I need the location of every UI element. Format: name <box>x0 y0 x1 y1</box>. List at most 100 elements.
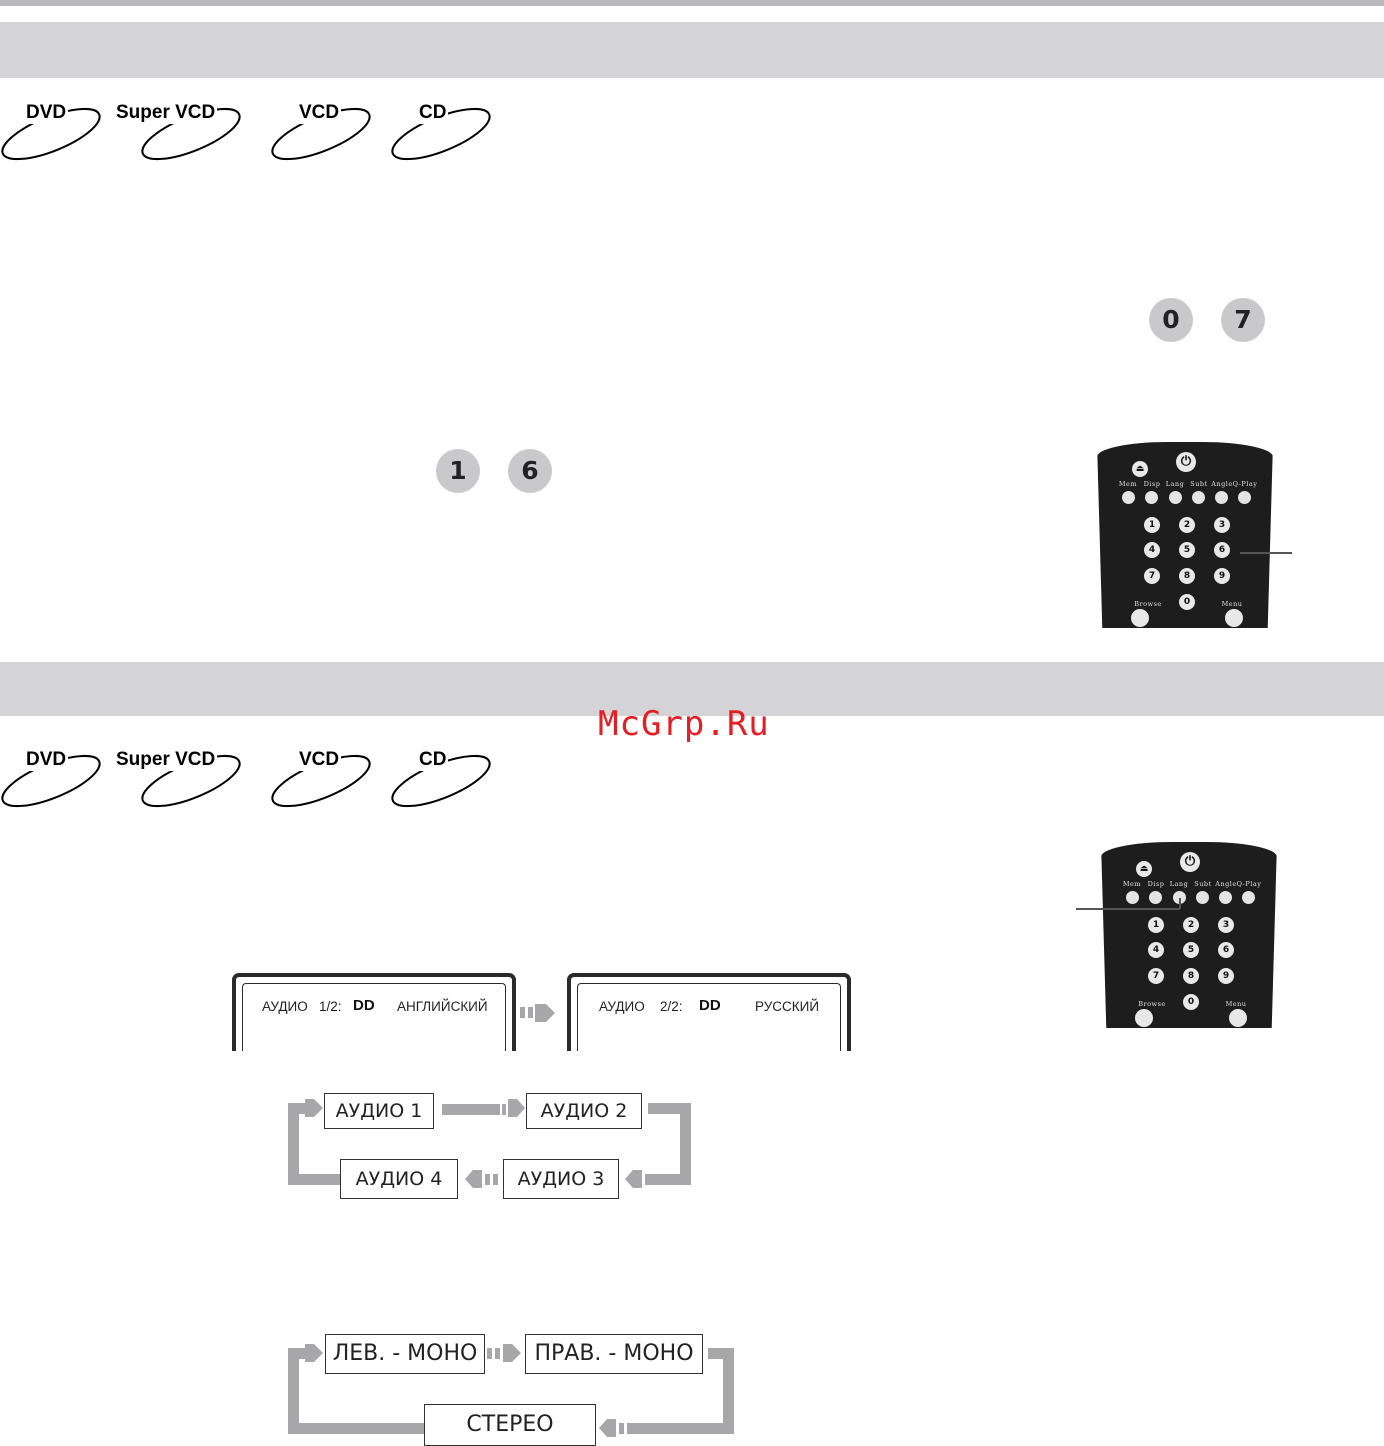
channel-step-left-mono: ЛЕВ. - МОНО <box>325 1334 485 1374</box>
remote-label-angle: Angle <box>1211 480 1233 488</box>
arrow-left-icon <box>465 1170 498 1188</box>
remote-key-6: 6 <box>1218 942 1234 958</box>
audio-step-4: АУДИО 4 <box>340 1159 458 1199</box>
channel-cycle-diagram: ЛЕВ. - МОНО ПРАВ. - МОНО СТЕРЕО <box>280 1330 740 1446</box>
section-header-band-2 <box>0 662 1384 716</box>
disc-type-row-2: DVD Super VCD VCD CD <box>0 742 500 817</box>
subt-button <box>1196 891 1209 904</box>
disc-label: VCD <box>297 749 342 771</box>
disc-logo-vcd: VCD <box>270 742 380 812</box>
watermark: McGrp.Ru <box>598 704 770 744</box>
arrow-left-icon <box>599 1419 632 1437</box>
top-rule <box>0 0 1384 6</box>
loop-bar-bottom-left <box>288 1423 426 1434</box>
loop-bar-bottom-right <box>648 1174 691 1185</box>
eject-icon: ⏏ <box>1136 861 1152 877</box>
section-header-band-1 <box>0 22 1384 78</box>
remote-label-browse: Browse <box>1134 600 1162 608</box>
remote-key-5: 5 <box>1179 542 1195 558</box>
osd-track: 2/2: <box>660 999 683 1014</box>
loop-bar-top-right <box>648 1103 691 1114</box>
remote-label-angle: Angle <box>1215 880 1237 888</box>
audio-cycle-diagram: АУДИО 1 АУДИО 2 АУДИО 3 АУДИО 4 <box>280 1085 700 1205</box>
remote-label-subt: Subt <box>1190 480 1208 488</box>
loop-bar-top-left <box>288 1348 316 1359</box>
disc-logo-cd: CD <box>390 742 500 812</box>
power-icon: ⏻ <box>1176 452 1196 472</box>
number-key-0: 0 <box>1149 298 1193 342</box>
channel-step-right-mono: ПРАВ. - МОНО <box>525 1334 703 1374</box>
remote-label-mem: Mem <box>1122 880 1142 888</box>
remote-key-2: 2 <box>1183 917 1199 933</box>
disc-logo-super-vcd: Super VCD <box>114 742 250 812</box>
q-play-button <box>1238 491 1251 504</box>
callout-line-lang-key-vertical <box>1179 898 1181 909</box>
osd-screen-inner <box>577 983 841 1051</box>
loop-bar-right <box>723 1348 734 1434</box>
remote-label-browse: Browse <box>1138 1000 1166 1008</box>
remote-label-disp: Disp <box>1143 480 1161 488</box>
remote-label-mem: Mem <box>1118 480 1138 488</box>
arrow-right-icon <box>305 1344 323 1362</box>
remote-key-7: 7 <box>1148 968 1164 984</box>
osd-screen-audio-2: АУДИО 2/2: DD РУССКИЙ <box>567 973 851 1051</box>
loop-bar-bottom-right <box>628 1423 734 1434</box>
arrow-right-icon <box>520 1004 555 1022</box>
browse-button <box>1131 609 1149 627</box>
loop-bar-top-right <box>708 1348 734 1359</box>
number-key-6: 6 <box>508 449 552 493</box>
disc-label: Super VCD <box>114 749 218 771</box>
disp-button <box>1149 891 1162 904</box>
loop-bar-left <box>288 1103 299 1185</box>
disc-label: CD <box>417 749 449 771</box>
callout-line-numeric-keys <box>1240 552 1292 554</box>
disc-label: VCD <box>297 102 342 124</box>
remote-label-menu: Menu <box>1225 1000 1247 1008</box>
audio-step-2: АУДИО 2 <box>526 1093 642 1129</box>
mem-button <box>1122 491 1135 504</box>
lang-button <box>1169 491 1182 504</box>
osd-track: 1/2: <box>319 999 342 1014</box>
eject-icon: ⏏ <box>1132 461 1148 477</box>
disc-type-row-1: DVD Super VCD VCD CD <box>0 95 500 170</box>
remote-key-3: 3 <box>1214 517 1230 533</box>
callout-line-lang-key <box>1076 908 1180 910</box>
dolby-digital-logo: DD <box>353 997 375 1014</box>
audio-step-3: АУДИО 3 <box>503 1159 619 1199</box>
angle-button <box>1215 491 1228 504</box>
disc-logo-dvd: DVD <box>0 742 110 812</box>
osd-language: АНГЛИЙСКИЙ <box>397 999 488 1014</box>
remote-key-1: 1 <box>1148 917 1164 933</box>
loop-bar-bottom-left <box>288 1174 340 1185</box>
remote-key-7: 7 <box>1144 568 1160 584</box>
number-key-7: 7 <box>1221 298 1265 342</box>
loop-bar-left <box>288 1348 299 1434</box>
osd-screen-inner <box>242 983 506 1051</box>
remote-key-5: 5 <box>1183 942 1199 958</box>
remote-control-illustration-2: ⏻ ⏏ Mem Disp Lang Subt Angle Q-Play 1 2 … <box>1101 842 1277 1028</box>
disc-label: CD <box>417 102 449 124</box>
remote-key-3: 3 <box>1218 917 1234 933</box>
remote-key-8: 8 <box>1179 568 1195 584</box>
arrow-right-icon <box>305 1099 323 1117</box>
browse-button <box>1135 1009 1153 1027</box>
remote-key-1: 1 <box>1144 517 1160 533</box>
audio-step-1: АУДИО 1 <box>324 1093 434 1129</box>
menu-button <box>1225 609 1243 627</box>
disc-logo-vcd: VCD <box>270 95 380 165</box>
q-play-button <box>1242 891 1255 904</box>
remote-key-8: 8 <box>1183 968 1199 984</box>
disc-logo-dvd: DVD <box>0 95 110 165</box>
remote-key-9: 9 <box>1214 568 1230 584</box>
disc-label: DVD <box>24 102 69 124</box>
angle-button <box>1219 891 1232 904</box>
remote-label-lang: Lang <box>1169 880 1189 888</box>
subt-button <box>1192 491 1205 504</box>
arrow-right-icon <box>487 1344 521 1362</box>
osd-audio-label: АУДИО <box>262 999 308 1014</box>
remote-key-2: 2 <box>1179 517 1195 533</box>
loop-bar-top-left <box>288 1103 316 1114</box>
disc-logo-cd: CD <box>390 95 500 165</box>
osd-language: РУССКИЙ <box>755 999 820 1014</box>
remote-label-q-play: Q-Play <box>1236 880 1262 888</box>
